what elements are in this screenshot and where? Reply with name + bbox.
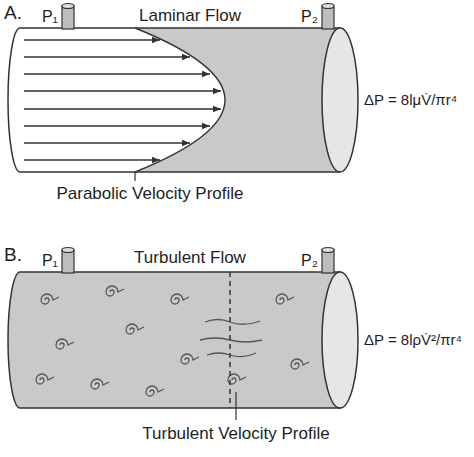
pressure-label: P₂ [301, 252, 318, 270]
flow-title: Laminar Flow [139, 6, 241, 26]
panel-letter: A. [4, 2, 22, 24]
profile-label: Turbulent Velocity Profile [142, 424, 329, 444]
panel-letter: B. [4, 244, 22, 266]
flow-title: Turbulent Flow [134, 248, 246, 268]
equation: ΔP = 8lρV̇²/πr⁴ [364, 331, 462, 348]
pressure-label: P₁ [42, 252, 58, 270]
turbulent-tube [8, 248, 358, 421]
laminar-tube [8, 4, 358, 182]
pressure-label: P₁ [42, 8, 58, 26]
leader-line [134, 172, 135, 181]
equation: ΔP = 8lμV̇/πr⁴ [364, 91, 457, 108]
pressure-label: P₂ [301, 8, 318, 26]
leader-line [235, 392, 236, 420]
profile-label: Parabolic Velocity Profile [56, 184, 243, 204]
